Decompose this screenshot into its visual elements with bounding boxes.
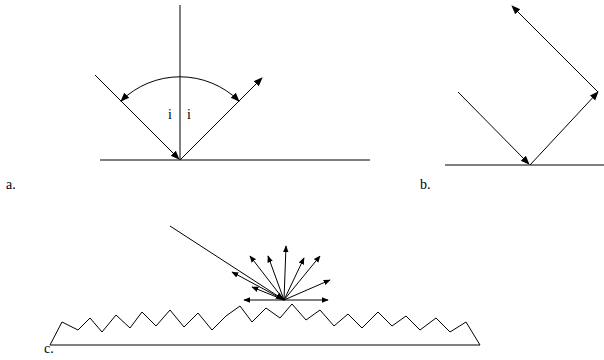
reflected-ray (530, 92, 598, 165)
angle-arc (121, 77, 239, 101)
panel-label: a. (6, 178, 16, 192)
incident-ray (458, 92, 529, 164)
incident-ray (95, 75, 179, 159)
normal-line (180, 5, 181, 160)
reflected-ray (512, 6, 598, 92)
angle-label: i (168, 108, 172, 122)
panel-label: c. (44, 342, 54, 356)
mirror-surface (100, 160, 370, 161)
incident-ray (170, 226, 284, 300)
rough-surface (50, 304, 480, 345)
mirror-surface (445, 165, 604, 166)
angle-label: i (187, 108, 191, 122)
reflected-ray (180, 78, 262, 160)
panel-label: b. (420, 178, 431, 192)
base-line (50, 345, 480, 346)
scattered-rays (232, 246, 330, 300)
